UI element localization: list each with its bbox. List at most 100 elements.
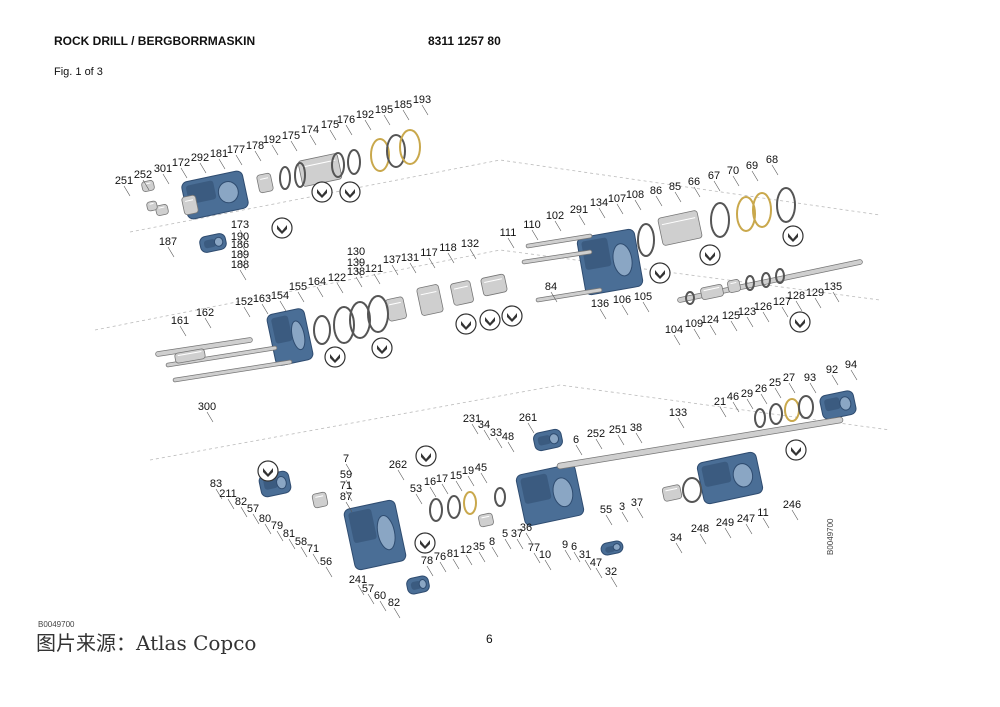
leader-line: [402, 109, 410, 121]
leader-line: [621, 304, 629, 316]
leader-line: [167, 246, 175, 258]
callout-number: 188: [231, 259, 249, 271]
callout-number: 185: [394, 99, 412, 111]
callout-number: 29: [741, 388, 753, 400]
leader-line: [693, 328, 701, 340]
ring: [685, 291, 695, 305]
leader-line: [642, 301, 650, 313]
hydraulic-motor: [696, 451, 764, 505]
leader-line: [123, 185, 131, 197]
leader-line: [426, 565, 434, 577]
leader-line: [312, 553, 320, 565]
callout-number: 251: [115, 175, 133, 187]
bearing: [480, 273, 508, 297]
callout-number: 84: [545, 281, 557, 293]
leader-line: [791, 509, 799, 521]
detail-magnifier: [311, 181, 333, 203]
leader-line: [469, 248, 477, 260]
leader-line: [397, 469, 405, 481]
seal-ring: [399, 129, 421, 165]
side-drawing-reference: B0049700: [826, 518, 835, 555]
leader-line: [227, 498, 235, 510]
leader-line: [762, 517, 770, 529]
callout-number: 138: [347, 266, 365, 278]
callout-number: 55: [600, 504, 612, 516]
callout-number: 45: [475, 462, 487, 474]
callout-number: 249: [716, 517, 734, 529]
leader-line: [527, 422, 535, 434]
detail-magnifier: [371, 337, 393, 359]
leader-line: [252, 513, 260, 525]
callout-number: 5: [502, 528, 508, 540]
callout-number: 246: [783, 499, 801, 511]
flange-gasket: [682, 477, 702, 503]
leader-line: [254, 150, 262, 162]
callout-number: 66: [688, 176, 700, 188]
callout-number: 154: [271, 290, 289, 302]
callout-number: 92: [826, 364, 838, 376]
seal-ring: [752, 192, 772, 228]
leader-line: [525, 532, 533, 544]
leader-line: [616, 203, 624, 215]
callout-number: 252: [134, 169, 152, 181]
detail-magnifier: [339, 181, 361, 203]
seal: [333, 306, 355, 344]
detail-magnifier: [785, 439, 807, 461]
leader-line: [345, 501, 353, 513]
leader-line: [142, 179, 150, 191]
leader-line: [355, 276, 363, 288]
leader-line: [774, 387, 782, 399]
callout-number: 25: [769, 377, 781, 389]
callout-number: 60: [374, 590, 386, 602]
leader-line: [831, 374, 839, 386]
seal: [784, 398, 800, 422]
callout-number: 136: [591, 298, 609, 310]
detail-magnifier: [782, 225, 804, 247]
leader-line: [675, 542, 683, 554]
callout-number: 7: [343, 453, 349, 465]
callout-number: 34: [670, 532, 682, 544]
leader-line: [235, 154, 243, 166]
callout-number: 195: [375, 104, 393, 116]
callout-number: 37: [631, 497, 643, 509]
leader-line: [795, 300, 803, 312]
leader-line: [480, 472, 488, 484]
callout-number: 247: [737, 513, 755, 525]
rotation-housing: [266, 308, 314, 366]
leader-line: [478, 551, 486, 563]
leader-line: [355, 256, 363, 268]
leader-line: [617, 434, 625, 446]
leader-line: [276, 530, 284, 542]
callout-number: 105: [634, 291, 652, 303]
callout-number: 131: [401, 252, 419, 264]
callout-number: 122: [328, 272, 346, 284]
callout-number: 59: [340, 469, 352, 481]
callout-number: 135: [824, 281, 842, 293]
valve-housing: [515, 463, 585, 527]
leader-line: [288, 538, 296, 550]
o-ring: [294, 162, 306, 188]
callout-number: 69: [746, 160, 758, 172]
detail-magnifier: [455, 313, 477, 335]
callout-number: 124: [701, 314, 719, 326]
leader-line: [771, 164, 779, 176]
callout-number: 121: [365, 263, 383, 275]
leader-line: [564, 549, 572, 561]
bushing: [478, 512, 494, 528]
leader-line: [544, 559, 552, 571]
leader-line: [533, 552, 541, 564]
leader-line: [573, 551, 581, 563]
washer: [347, 149, 361, 175]
sleeve: [256, 172, 274, 194]
leader-line: [180, 167, 188, 179]
retaining-ring: [386, 134, 406, 168]
leader-line: [781, 306, 789, 318]
callout-number: 176: [337, 114, 355, 126]
leader-line: [455, 480, 463, 492]
bottom-cap: [406, 575, 430, 595]
leader-line: [724, 527, 732, 539]
leader-line: [751, 170, 759, 182]
nipple: [146, 200, 158, 212]
callout-number: 36: [520, 522, 532, 534]
leader-line: [584, 559, 592, 571]
